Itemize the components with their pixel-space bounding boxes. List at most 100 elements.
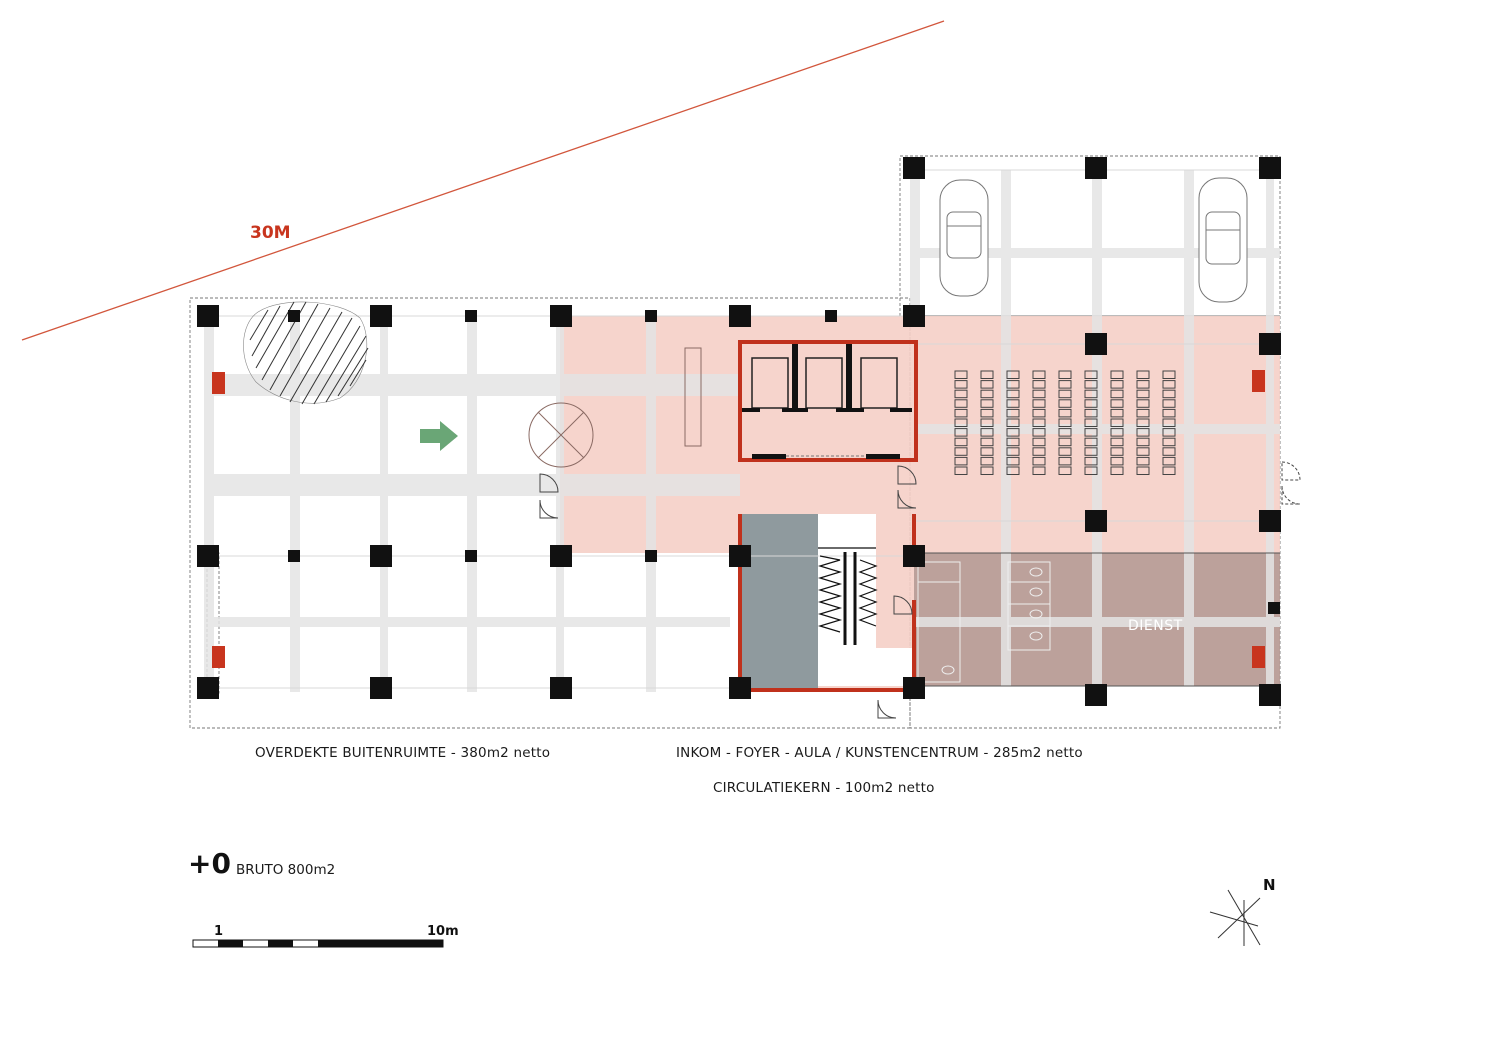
column [1085,333,1107,355]
label-covered-outdoor: OVERDEKTE BUITENRUIMTE - 380m2 netto [255,745,550,761]
seat [1006,447,1020,456]
column [197,545,219,567]
column [729,677,751,699]
column [1085,510,1107,532]
seat [1162,466,1176,475]
seat [1084,456,1098,466]
seat [1032,447,1046,456]
seat [980,399,994,408]
seat [1084,389,1098,399]
seat [1136,447,1150,456]
seat [1136,456,1150,466]
scale-end-label: 10m [427,924,459,939]
column-small [465,550,477,562]
column [1259,333,1281,355]
seat [954,418,968,427]
car-icon [1198,177,1248,303]
seat [1006,389,1020,399]
seat [980,466,994,475]
seat [1058,408,1072,418]
column [550,677,572,699]
seat [980,370,994,379]
reception-counter [684,347,702,447]
column [729,545,751,567]
seat [1110,399,1124,408]
seat [1162,408,1176,418]
seat [1110,466,1124,475]
fire-equipment [212,370,1265,668]
site-dimension-label: 30M [250,223,291,243]
column-small [1268,602,1280,614]
seat [954,437,968,447]
column-small [288,550,300,562]
seat [1058,437,1072,447]
column [550,305,572,327]
seat [1084,408,1098,418]
seat [1084,380,1098,389]
column [903,157,925,179]
seat [1110,418,1124,427]
seat [980,428,994,437]
seat [1162,456,1176,466]
seat [1136,370,1150,379]
seat [980,408,994,418]
scale-bar [192,939,444,948]
label-circulation-core: CIRCULATIEKERN - 100m2 netto [713,780,935,796]
seat [980,389,994,399]
seat [1110,437,1124,447]
column [903,305,925,327]
seat [954,399,968,408]
entrance-arrow-icon [420,421,458,451]
column [197,305,219,327]
seat [1058,428,1072,437]
seat [980,456,994,466]
seat [980,418,994,427]
column [903,545,925,567]
column [1259,510,1281,532]
seat [1136,466,1150,475]
seat [1006,466,1020,475]
seat [954,370,968,379]
north-arrow-icon [1209,889,1261,946]
column-small [825,310,837,322]
seat [1084,447,1098,456]
label-entrance-foyer: INKOM - FOYER - AULA / KUNSTENCENTRUM - … [676,745,1083,761]
seat [1162,437,1176,447]
column-small [645,310,657,322]
seat [1110,389,1124,399]
seat [1110,370,1124,379]
door-swings [539,461,1301,719]
scale-start-label: 1 [214,924,223,939]
north-label: N [1263,876,1276,894]
seat [1110,447,1124,456]
seat [1032,408,1046,418]
seat [980,447,994,456]
column-small [465,310,477,322]
column [550,545,572,567]
seat [1058,380,1072,389]
seat [1058,370,1072,379]
seat [1162,447,1176,456]
level-gross-area: BRUTO 800m2 [236,862,335,878]
seat [980,437,994,447]
seat [954,389,968,399]
structural-columns [197,157,1281,706]
seat [1058,389,1072,399]
column [1085,157,1107,179]
light-fixture-icon [528,402,594,468]
seat [1136,428,1150,437]
seat [1006,399,1020,408]
car-icon [939,179,989,297]
seat [1162,399,1176,408]
seat [1162,418,1176,427]
seat [1136,380,1150,389]
site-boundary-line [21,20,945,341]
seat [1084,428,1098,437]
structural-grid [204,170,1280,692]
seat [1084,466,1098,475]
toilets [917,561,1051,683]
seat [1032,370,1046,379]
seat [1006,408,1020,418]
seat [1136,437,1150,447]
